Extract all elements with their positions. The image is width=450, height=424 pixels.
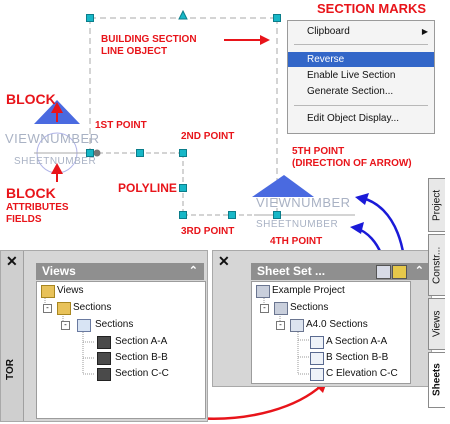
sheet-set-title-bar: Sheet Set ... ⌃ — [251, 263, 429, 280]
tree-item-sections[interactable]: Sections — [290, 302, 329, 313]
folder-icon — [57, 302, 71, 315]
sheet-set-tree: Example Project - Sections - A4.0 Sectio… — [251, 281, 411, 384]
grip-9[interactable] — [273, 211, 281, 219]
red-arrows — [51, 35, 270, 182]
callout-block-attr-2: ATTRIBUTES — [6, 202, 69, 213]
menu-item-label: Enable Live Section — [307, 70, 396, 81]
tab-construct[interactable]: Constr... — [428, 234, 445, 296]
sheetnumber-left: SHEETNUMBER — [14, 156, 97, 167]
menu-item-label: Reverse — [307, 54, 345, 65]
callout-block: BLOCK — [6, 91, 56, 107]
callout-second-point: 2ND POINT — [181, 131, 235, 142]
grip-8[interactable] — [228, 211, 236, 219]
tab-label: Views — [431, 310, 443, 338]
tree-item-section-c[interactable]: Section C-C — [115, 368, 169, 379]
grip-4[interactable] — [136, 149, 144, 157]
menu-item-clipboard[interactable]: Clipboard ▶ — [288, 24, 434, 39]
sheet-view-icon — [310, 336, 324, 349]
sheet-view-icon[interactable] — [376, 265, 391, 279]
callout-third-point: 3RD POINT — [181, 226, 235, 237]
palette-side-label: TOR — [5, 359, 16, 380]
sheet-icon — [290, 319, 304, 332]
callout-block-attr-3: FIELDS — [6, 214, 42, 225]
pencil-icon[interactable] — [392, 265, 407, 279]
sheet-set-icon — [256, 285, 270, 298]
tree-item-sections[interactable]: Sections — [95, 319, 134, 330]
tree-item-b-section[interactable]: B Section B-B — [326, 352, 389, 363]
submenu-arrow-icon: ▶ — [421, 27, 428, 36]
menu-item-label: Edit Object Display... — [307, 113, 400, 124]
grip-2[interactable] — [273, 14, 281, 22]
tab-project[interactable]: Project — [428, 178, 445, 232]
sheet-view-icon — [310, 352, 324, 365]
blue-arrowheads — [350, 193, 369, 234]
callout-block-attr-1: BLOCK — [6, 185, 56, 201]
callout-first-point: 1ST POINT — [95, 120, 147, 131]
views-palette: ✕ TOR Views ⌃ Views - Sections - Section… — [0, 250, 208, 422]
close-icon[interactable]: ✕ — [6, 253, 18, 269]
tree-item-a-section[interactable]: A Section A-A — [326, 336, 388, 347]
grip-6[interactable] — [179, 184, 187, 192]
views-title: Views — [42, 264, 76, 278]
section-block-right — [252, 175, 355, 216]
tab-label: Project — [431, 189, 443, 221]
tab-label: Constr... — [431, 246, 443, 284]
callout-fifth-point: 5TH POINT — [292, 146, 345, 157]
tree-item-section-b[interactable]: Section B-B — [115, 352, 168, 363]
collapse-icon[interactable]: - — [276, 321, 285, 330]
views-tree: Views - Sections - Sections Section A-A … — [36, 281, 206, 419]
grip-triangle[interactable] — [178, 10, 188, 20]
tab-sheets[interactable]: Sheets — [428, 352, 445, 408]
sheet-view-icon — [310, 368, 324, 381]
views-title-bar: Views ⌃ — [36, 263, 204, 280]
menu-item-edit-object-display[interactable]: Edit Object Display... — [288, 111, 434, 126]
tab-views[interactable]: Views — [428, 298, 445, 350]
callout-polyline: POLYLINE — [118, 181, 177, 195]
callout-building-section: BUILDING SECTION — [101, 34, 197, 45]
collapse-icon[interactable]: - — [61, 321, 70, 330]
folder-icon — [41, 285, 55, 298]
tree-item-example-project[interactable]: Example Project — [272, 285, 345, 296]
viewnumber-left: VIEWNUMBER — [5, 131, 100, 146]
callout-direction: (DIRECTION OF ARROW) — [292, 158, 412, 169]
tab-label: Sheets — [431, 363, 443, 397]
menu-item-label: Clipboard — [307, 26, 350, 37]
menu-item-enable-live-section[interactable]: Enable Live Section — [288, 68, 434, 83]
callout-line-object: LINE OBJECT — [101, 46, 168, 57]
callout-section-marks: SECTION MARKS — [317, 1, 427, 16]
section-view-icon — [97, 336, 111, 349]
tree-item-section-a[interactable]: Section A-A — [115, 336, 168, 347]
grip-1[interactable] — [86, 14, 94, 22]
sheet-set-palette: ✕ Sheet Set ... ⌃ Example Project - Sect… — [212, 250, 432, 387]
menu-separator — [294, 105, 428, 106]
menu-separator — [294, 44, 428, 45]
grip-5[interactable] — [179, 149, 187, 157]
grip-3[interactable] — [86, 149, 94, 157]
collapse-icon[interactable]: - — [260, 304, 269, 313]
collapse-icon[interactable]: - — [43, 304, 52, 313]
grip-7[interactable] — [179, 211, 187, 219]
callout-fourth-point: 4TH POINT — [270, 236, 323, 247]
polyline — [90, 152, 277, 216]
viewnumber-right: VIEWNUMBER — [256, 195, 351, 210]
menu-item-generate-section[interactable]: Generate Section... — [288, 84, 434, 99]
tree-item-c-elevation[interactable]: C Elevation C-C — [326, 368, 398, 379]
section-category-icon — [77, 319, 91, 332]
collapse-icon[interactable]: ⌃ — [188, 265, 198, 277]
tree-item-views[interactable]: Views — [57, 285, 84, 296]
sheetnumber-right: SHEETNUMBER — [256, 219, 339, 230]
section-view-icon — [97, 352, 111, 365]
tree-item-sections-folder[interactable]: Sections — [73, 302, 112, 313]
subset-icon — [274, 302, 288, 315]
section-view-icon — [97, 368, 111, 381]
tree-item-a4-sections[interactable]: A4.0 Sections — [306, 319, 368, 330]
close-icon[interactable]: ✕ — [218, 253, 230, 269]
palette-side-strip — [1, 251, 24, 421]
sheet-set-title: Sheet Set ... — [257, 264, 326, 278]
menu-item-reverse[interactable]: Reverse — [288, 52, 434, 67]
collapse-icon[interactable]: ⌃ — [414, 265, 424, 277]
context-menu: Clipboard ▶ Reverse Enable Live Section … — [287, 20, 435, 134]
menu-item-label: Generate Section... — [307, 86, 394, 97]
